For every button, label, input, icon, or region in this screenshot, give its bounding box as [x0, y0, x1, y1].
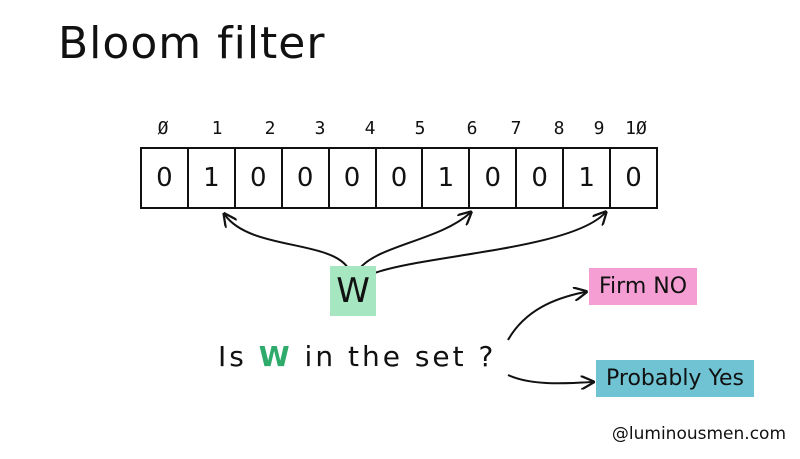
- bit-cell: 0: [625, 163, 642, 193]
- index-label: 2: [264, 118, 276, 139]
- element-box: W: [330, 266, 376, 316]
- bit-cell: 1: [189, 149, 236, 207]
- hash-arrow: [371, 213, 605, 275]
- answer-firm-no: Firm NO: [589, 268, 698, 305]
- bit-cell: 0: [517, 149, 565, 207]
- bit-array: 0 1 0 0 0 0 1 0 0 1 0: [140, 147, 658, 209]
- hash-arrow: [225, 215, 349, 269]
- bit-cell: 0: [283, 149, 330, 207]
- index-label: 1Ø: [625, 118, 647, 139]
- index-label: 7: [510, 118, 522, 139]
- index-label: 9: [593, 118, 605, 139]
- index-label: 6: [466, 118, 478, 139]
- index-label: 1: [211, 118, 223, 139]
- index-label: 8: [553, 118, 565, 139]
- bit-cell: 0: [470, 149, 518, 207]
- question-element: W: [258, 340, 293, 373]
- hash-arrow: [359, 213, 470, 269]
- question-suffix: in the set ?: [292, 340, 497, 373]
- index-label: Ø: [157, 118, 169, 139]
- index-label: 5: [414, 118, 426, 139]
- membership-question: Is W in the set ?: [218, 340, 496, 373]
- index-label: 4: [364, 118, 376, 139]
- bit-cell: 0: [330, 149, 377, 207]
- branch-arrow-no: [507, 292, 585, 341]
- answer-probably-yes: Probably Yes: [596, 360, 754, 397]
- branch-arrow-yes: [507, 374, 592, 383]
- question-prefix: Is: [218, 340, 259, 373]
- diagram-title: Bloom filter: [58, 18, 326, 69]
- bit-cell: 1: [423, 149, 471, 207]
- bit-cell: 0: [377, 149, 424, 207]
- bit-cell: 1: [564, 149, 612, 207]
- bit-cell: 0: [142, 149, 189, 207]
- author-credit: @luminousmen.com: [611, 424, 786, 444]
- index-label: 3: [314, 118, 326, 139]
- bit-cell: 0: [236, 149, 283, 207]
